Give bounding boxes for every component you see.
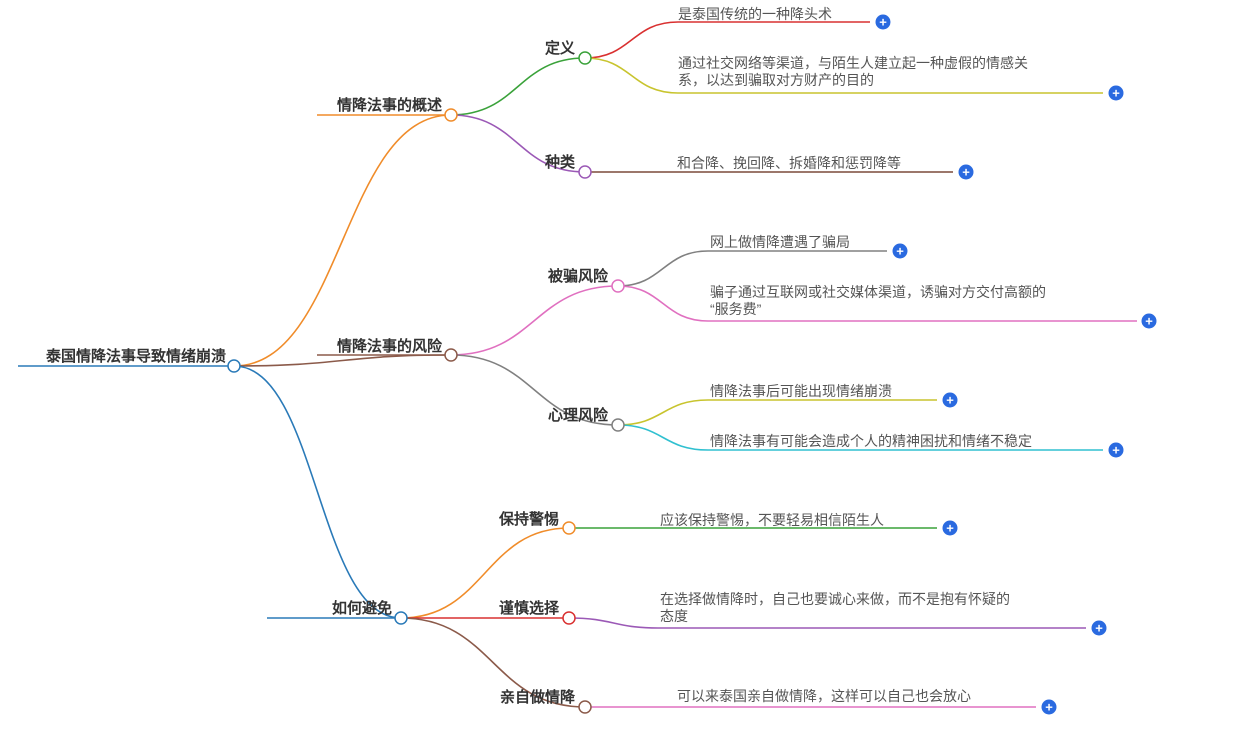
expand-plus-button[interactable]: +: [1141, 313, 1157, 329]
leaf-text: 是泰国传统的一种降头术: [678, 6, 832, 22]
sub-node-toggle[interactable]: [611, 279, 625, 293]
expand-plus-button[interactable]: +: [875, 14, 891, 30]
plus-circle: [1091, 620, 1107, 636]
root-node-toggle[interactable]: [227, 359, 241, 373]
plus-symbol: +: [1095, 621, 1103, 636]
expand-plus-button[interactable]: +: [942, 520, 958, 536]
plus-symbol: +: [1112, 443, 1120, 458]
branch-node-toggle[interactable]: [444, 108, 458, 122]
leaf-edge: [568, 617, 659, 629]
expand-plus-button[interactable]: +: [942, 392, 958, 408]
plus-symbol: +: [1045, 700, 1053, 715]
sub-node-toggle[interactable]: [562, 521, 576, 535]
plus-symbol: +: [1145, 314, 1153, 329]
expand-plus-button[interactable]: +: [892, 243, 908, 259]
branch-label: 如何避免: [332, 599, 392, 617]
leaf-edge: [617, 399, 709, 426]
plus-symbol: +: [1112, 86, 1120, 101]
sub-edge: [450, 114, 586, 173]
leaf-text: 应该保持警惕，不要轻易相信陌生人: [660, 512, 884, 528]
sub-node-toggle[interactable]: [562, 611, 576, 625]
sub-node-toggle[interactable]: [578, 700, 592, 714]
plus-circle: [958, 164, 974, 180]
leaf-text: “服务费”: [710, 301, 762, 317]
root-node-label: 泰国情降法事导致情绪崩溃: [45, 347, 226, 365]
leaf-text: 情降法事后可能出现情绪崩溃: [710, 383, 892, 399]
plus-circle: [942, 520, 958, 536]
plus-circle: [1108, 442, 1124, 458]
leaf-edge: [584, 21, 679, 59]
expand-plus-button[interactable]: +: [1108, 85, 1124, 101]
leaf-edge: [617, 285, 709, 322]
leaf-edge: [617, 250, 709, 287]
sub-node-toggle[interactable]: [578, 165, 592, 179]
sub-edge: [400, 617, 586, 708]
sub-node-label: 亲自做情降: [500, 688, 576, 706]
sub-edge: [450, 57, 586, 116]
branch-node-toggle[interactable]: [444, 348, 458, 362]
sub-edge: [450, 285, 619, 356]
leaf-text: 可以来泰国亲自做情降，这样可以自己也会放心: [677, 688, 971, 704]
plus-circle: [1041, 699, 1057, 715]
branch-label: 情降法事的概述: [337, 96, 442, 114]
branch-node-toggle[interactable]: [394, 611, 408, 625]
sub-node-label: 心理风险: [548, 406, 609, 424]
leaf-text: 态度: [660, 608, 688, 624]
sub-edge: [400, 527, 570, 619]
branch-edge: [233, 114, 452, 367]
leaf-text: 骗子通过互联网或社交媒体渠道，诱骗对方交付高额的: [710, 284, 1046, 300]
expand-plus-button[interactable]: +: [1041, 699, 1057, 715]
plus-circle: [1141, 313, 1157, 329]
expand-plus-button[interactable]: +: [1108, 442, 1124, 458]
plus-circle: [892, 243, 908, 259]
expand-plus-button[interactable]: +: [958, 164, 974, 180]
plus-circle: [1108, 85, 1124, 101]
leaf-edge: [584, 57, 679, 94]
plus-symbol: +: [946, 393, 954, 408]
leaf-text: 通过社交网络等渠道，与陌生人建立起一种虚假的情感关: [678, 55, 1028, 71]
sub-node-label: 保持警惕: [498, 510, 559, 528]
leaf-text: 在选择做情降时，自己也要诚心来做，而不是抱有怀疑的: [660, 591, 1010, 607]
plus-symbol: +: [896, 244, 904, 259]
sub-edge: [450, 354, 619, 426]
expand-plus-button[interactable]: +: [1091, 620, 1107, 636]
sub-node-label: 被骗风险: [548, 267, 609, 285]
sub-node-label: 定义: [545, 39, 575, 57]
plus-circle: [942, 392, 958, 408]
sub-node-toggle[interactable]: [611, 418, 625, 432]
plus-symbol: +: [962, 165, 970, 180]
branch-edge: [233, 365, 402, 619]
branch-label: 情降法事的风险: [337, 337, 443, 355]
plus-symbol: +: [946, 521, 954, 536]
leaf-text: 系，以达到骗取对方财产的目的: [678, 72, 874, 88]
sub-node-label: 种类: [544, 153, 576, 171]
leaf-edge: [617, 424, 709, 451]
sub-node-toggle[interactable]: [578, 51, 592, 65]
plus-symbol: +: [879, 15, 887, 30]
leaf-text: 情降法事有可能会造成个人的精神困扰和情绪不稳定: [710, 433, 1032, 449]
mindmap-nodes: 泰国情降法事导致情绪崩溃 情降法事的概述 定义 是泰国传统的一种降头术 + 通过社交网络等…: [45, 6, 1157, 715]
mindmap-edges: [18, 21, 1137, 708]
sub-node-label: 谨慎选择: [499, 599, 560, 617]
plus-circle: [875, 14, 891, 30]
leaf-text: 和合降、挽回降、拆婚降和惩罚降等: [677, 155, 901, 171]
leaf-text: 网上做情降遭遇了骗局: [710, 234, 850, 250]
